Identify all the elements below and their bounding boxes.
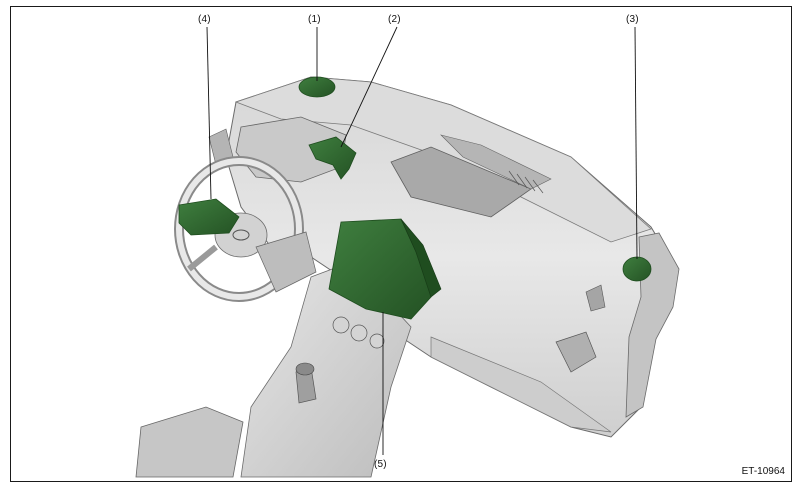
dashboard-top: [234, 76, 652, 243]
steering-column: [255, 231, 317, 293]
callout-5-label: (5): [374, 459, 387, 470]
right-vent: [555, 331, 597, 373]
center-hood: [390, 146, 532, 218]
vent-slats: [508, 170, 544, 194]
glovebox: [430, 336, 612, 433]
diagram-frame: (4) (1) (2) (3) (5) ET-10964: [10, 6, 792, 482]
component-3-right-speaker: [622, 256, 652, 282]
figure-code: ET-10964: [741, 466, 785, 477]
dashboard-right-end: [625, 232, 680, 418]
armrest: [135, 406, 244, 478]
dashboard-illustration: [135, 26, 680, 478]
callout-1-label: (1): [308, 14, 321, 25]
hvac-knobs: [332, 316, 385, 349]
top-vent: [440, 134, 552, 190]
right-small-vent: [585, 284, 606, 312]
callout-4-label: (4): [198, 14, 211, 25]
callout-2-label: (2): [388, 14, 401, 25]
component-4-steering-switch: [178, 198, 240, 236]
component-2-dash-module: [308, 136, 357, 180]
callout-3-label: (3): [626, 14, 639, 25]
leader-lines: [206, 26, 638, 455]
